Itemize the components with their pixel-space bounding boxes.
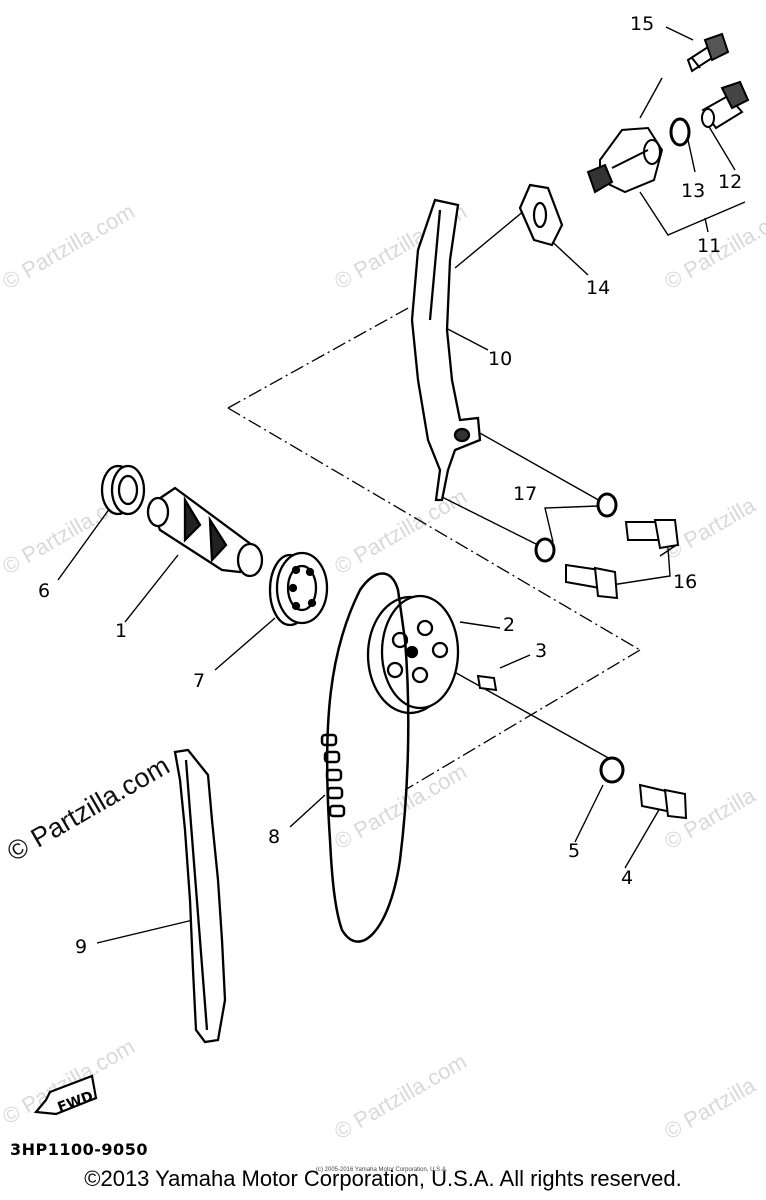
callout-16: 16	[673, 571, 697, 593]
pin-3-icon	[476, 674, 498, 692]
callout-11: 11	[697, 235, 721, 257]
bolt-15-icon	[686, 32, 730, 73]
bearing-6-icon	[100, 464, 146, 516]
callout-6: 6	[38, 580, 50, 602]
watermark: © Partzilla.com	[330, 759, 471, 855]
gasket-14-icon	[518, 183, 564, 247]
watermark: © Partzilla.com	[0, 199, 139, 295]
callout-7: 7	[193, 670, 205, 692]
guide-10-icon	[410, 198, 482, 502]
watermark-partial: © Partzilla	[660, 1072, 760, 1144]
tensioner-11-icon	[586, 126, 664, 194]
washer-17-icon	[534, 492, 618, 563]
chain-8-icon	[320, 572, 410, 943]
callout-15: 15	[630, 13, 654, 35]
callout-13: 13	[681, 180, 705, 202]
bolt-16-icon	[565, 519, 680, 600]
assembly-lines	[227, 306, 641, 791]
callout-2: 2	[503, 614, 515, 636]
callout-10: 10	[488, 348, 512, 370]
diagram-code: 3HP1100-9050	[10, 1140, 148, 1159]
watermark: © Partzilla.com	[330, 484, 471, 580]
callout-9: 9	[75, 936, 87, 958]
callout-8: 8	[268, 826, 280, 848]
callout-17: 17	[513, 483, 537, 505]
plug-12-icon	[701, 80, 750, 130]
callout-12: 12	[718, 171, 742, 193]
callout-4: 4	[621, 867, 633, 889]
watermark: © Partzilla.com	[330, 1049, 471, 1145]
watermark: © Partzilla.com	[0, 1034, 139, 1130]
sprocket-2-icon	[366, 594, 460, 715]
bolt-4-icon	[638, 783, 688, 820]
washer-13-icon	[669, 117, 691, 147]
camshaft-1-icon	[146, 486, 264, 578]
washer-5-icon	[599, 756, 625, 784]
guide-9-icon	[173, 748, 227, 1044]
bearing-7-icon	[268, 551, 329, 627]
callout-3: 3	[535, 640, 547, 662]
copyright-notice: ©2013 Yamaha Motor Corporation, U.S.A. A…	[84, 1166, 682, 1191]
callout-14: 14	[586, 277, 610, 299]
watermark-dark: © Partzilla.com	[2, 750, 175, 867]
copyright-small-notice: (c) 2005-2016 Yamaha Motor Corporation, …	[316, 1167, 448, 1173]
callout-5: 5	[568, 840, 580, 862]
callout-1: 1	[115, 620, 127, 642]
callout-layer: 1 2 3 4 5 6 7 8 9 10 11 12 13 14 15 16 1…	[38, 13, 742, 958]
